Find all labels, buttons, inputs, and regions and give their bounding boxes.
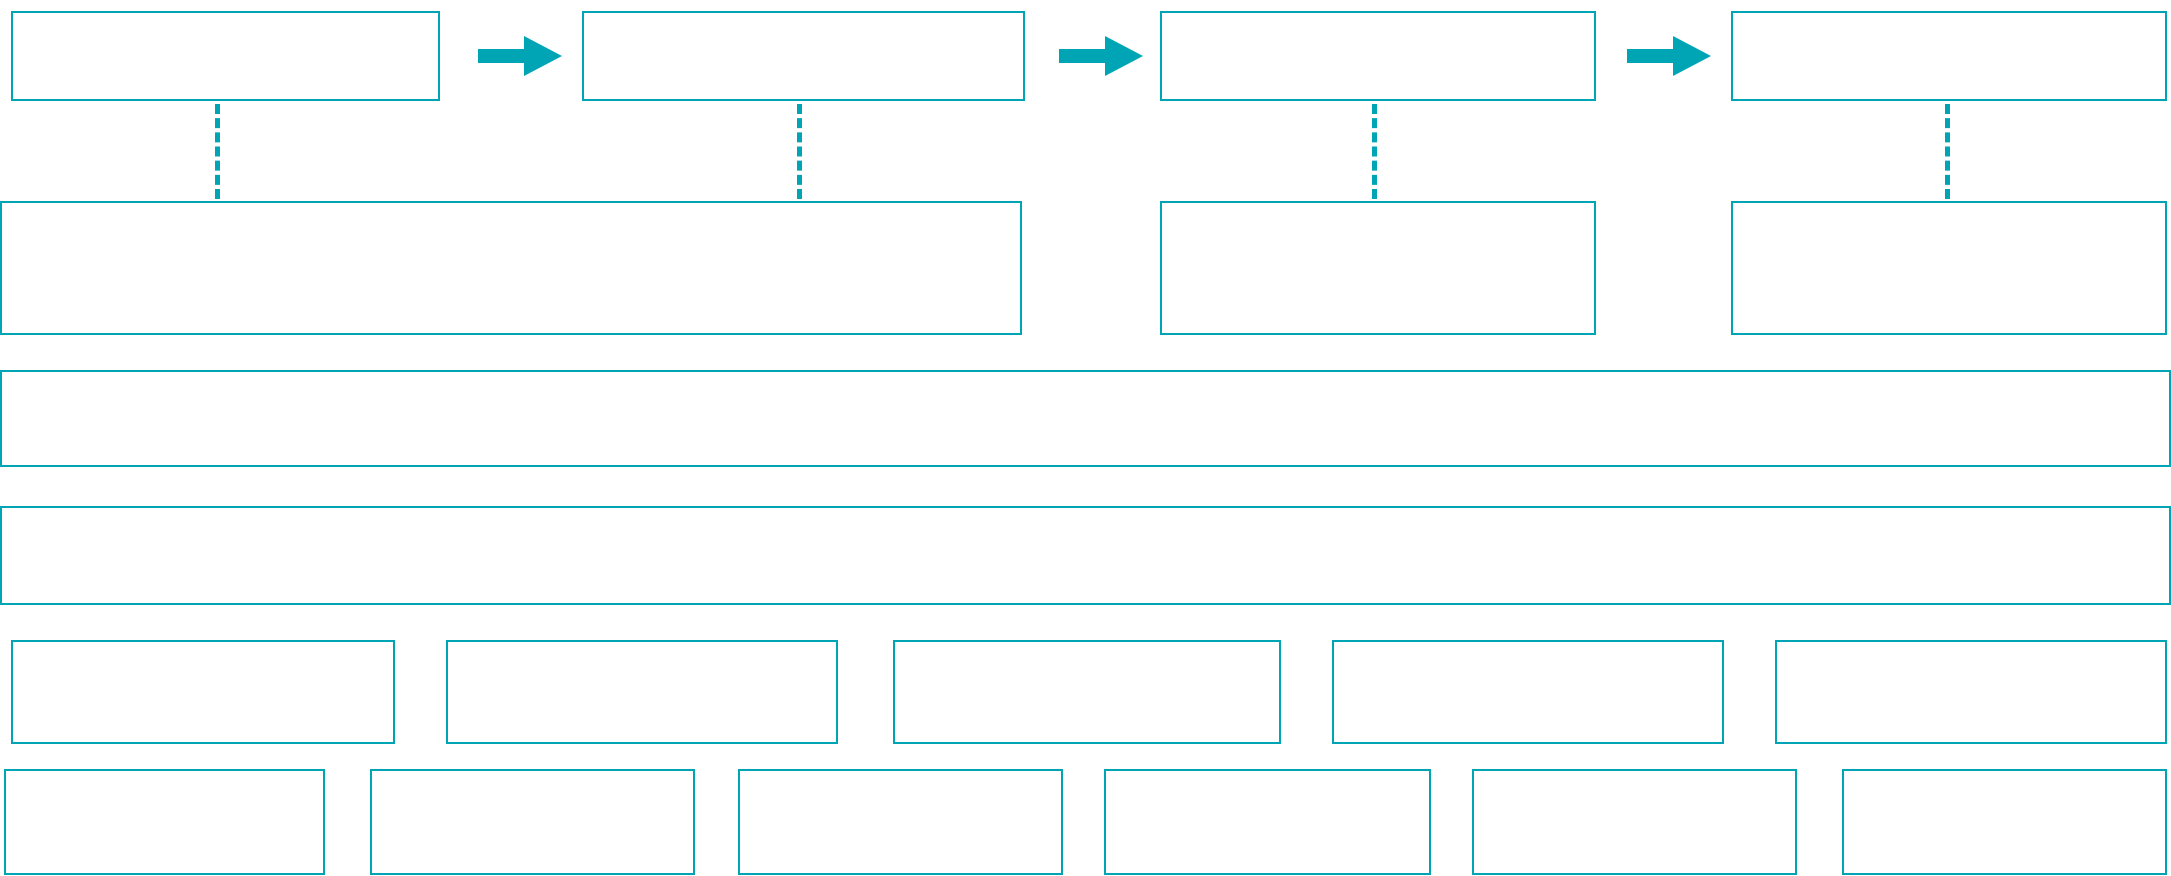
item-box-3 [738, 769, 1063, 875]
item-box-6 [1842, 769, 2167, 875]
group-box-4 [1332, 640, 1724, 744]
group-box-3 [893, 640, 1281, 744]
band-box-2 [0, 506, 2171, 605]
group-box-1 [11, 640, 395, 744]
dashed-connector-4 [1945, 104, 1950, 199]
detail-box-1 [0, 201, 1022, 335]
group-box-5 [1775, 640, 2167, 744]
item-box-4 [1104, 769, 1431, 875]
detail-box-2 [1160, 201, 1596, 335]
arrow-right-icon-1 [478, 36, 562, 76]
arrow-right-icon-3 [1627, 36, 1711, 76]
stage-box-1 [11, 11, 440, 101]
item-box-1 [4, 769, 325, 875]
stage-box-4 [1731, 11, 2167, 101]
dashed-connector-3 [1372, 104, 1377, 199]
arrow-right-icon-2 [1059, 36, 1143, 76]
dashed-connector-2 [797, 104, 802, 199]
dashed-connector-1 [215, 104, 220, 199]
stage-box-3 [1160, 11, 1596, 101]
stage-box-2 [582, 11, 1025, 101]
item-box-2 [370, 769, 695, 875]
group-box-2 [446, 640, 838, 744]
band-box-1 [0, 370, 2171, 467]
item-box-5 [1472, 769, 1797, 875]
detail-box-3 [1731, 201, 2167, 335]
